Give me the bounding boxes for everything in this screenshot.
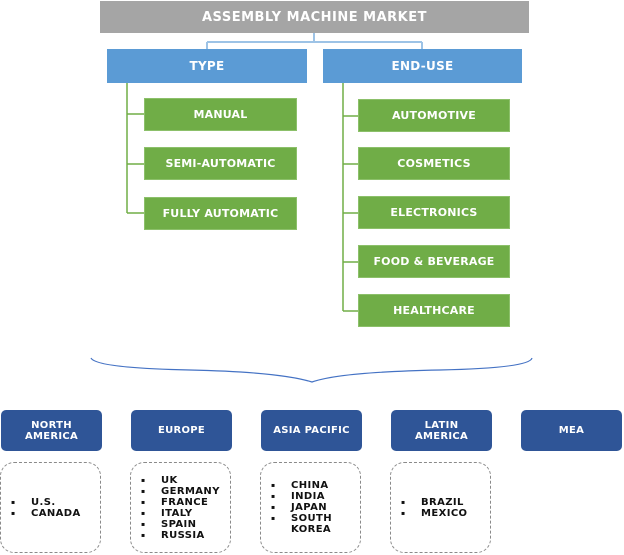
country-name: INDIA (291, 491, 325, 502)
bullet-icon: ▪ (11, 498, 16, 506)
country-name: MEXICO (421, 507, 468, 519)
category-end-use: END-USE (323, 49, 522, 83)
region-europe: EUROPE (131, 410, 232, 451)
bullet-icon: ▪ (141, 476, 146, 484)
country-name: GERMANY (161, 485, 220, 497)
country-item: ▪ ITALY (141, 508, 220, 519)
country-item: ▪ FRANCE (141, 497, 220, 508)
bullet-icon: ▪ (11, 509, 16, 517)
countries-asia-pacific: ▪ CHINA ▪ INDIA ▪ JAPAN ▪ SOUTH KOREA (260, 462, 361, 553)
bullet-icon: ▪ (271, 482, 276, 489)
country-name: RUSSIA (161, 529, 205, 541)
region-label-line: EUROPE (157, 425, 206, 436)
country-name: FRANCE (161, 496, 209, 508)
region-label-line: AMERICA (414, 430, 469, 442)
bullet-icon: ▪ (401, 498, 406, 506)
region-label-line: LATIN (424, 419, 459, 431)
country-item: ▪ GERMANY (141, 486, 220, 497)
countries-latin-america: ▪ BRAZIL ▪ MEXICO (390, 462, 491, 553)
bullet-icon: ▪ (271, 493, 276, 500)
country-item: ▪ RUSSIA (141, 530, 220, 541)
country-list: ▪ BRAZIL ▪ MEXICO (401, 497, 467, 519)
region-asia-pacific: ASIA PACIFIC (261, 410, 362, 451)
country-item: ▪ UK (141, 475, 220, 486)
bullet-icon: ▪ (141, 498, 146, 506)
curly-brace (90, 357, 533, 383)
bullet-icon: ▪ (271, 504, 276, 511)
diagram-title: ASSEMBLY MACHINE MARKET (100, 1, 529, 33)
bullet-icon: ▪ (401, 509, 406, 517)
enduse-item-cosmetics: COSMETICS (358, 147, 510, 180)
bullet-icon: ▪ (141, 509, 146, 517)
country-item: ▪ BRAZIL (401, 497, 467, 508)
enduse-item-electronics: ELECTRONICS (358, 196, 510, 229)
country-name: BRAZIL (421, 496, 464, 508)
countries-europe: ▪ UK ▪ GERMANY ▪ FRANCE ▪ ITALY ▪ SPAIN ▪ RUSSIA (130, 462, 231, 553)
country-item: ▪ CHINA (271, 480, 351, 491)
region-mea: MEA (521, 410, 622, 451)
country-name: CANADA (31, 507, 81, 519)
country-item: ▪ JAPAN (271, 502, 351, 513)
country-list: ▪ UK ▪ GERMANY ▪ FRANCE ▪ ITALY ▪ SPAIN ▪ RUSSIA (141, 475, 220, 541)
bullet-icon: ▪ (141, 520, 146, 528)
enduse-item-automotive: AUTOMOTIVE (358, 99, 510, 132)
region-label-line: ASIA PACIFIC (273, 425, 350, 436)
country-name: ITALY (161, 507, 193, 519)
enduse-item-healthcare: HEALTHCARE (358, 294, 510, 327)
region-label-line: MEA (558, 425, 585, 436)
country-name: SPAIN (161, 518, 197, 530)
country-name: SOUTH KOREA (291, 513, 333, 535)
category-type: TYPE (107, 49, 307, 83)
enduse-item-food-beverage: FOOD & BEVERAGE (358, 245, 510, 278)
bullet-icon: ▪ (141, 531, 146, 539)
country-item: ▪ SPAIN (141, 519, 220, 530)
region-label-line: AMERICA (24, 430, 79, 442)
country-item: ▪ CANADA (11, 508, 81, 519)
country-name: CHINA (291, 480, 329, 491)
countries-north-america: ▪ U.S. ▪ CANADA (0, 462, 101, 553)
country-item: ▪ MEXICO (401, 508, 467, 519)
bullet-icon: ▪ (141, 487, 146, 495)
country-item: ▪ SOUTH KOREA (271, 513, 351, 535)
country-list: ▪ U.S. ▪ CANADA (11, 497, 81, 519)
bullet-icon: ▪ (271, 515, 276, 522)
type-item-fully-automatic: FULLY AUTOMATIC (144, 197, 297, 230)
country-item: ▪ INDIA (271, 491, 351, 502)
type-item-semi-automatic: SEMI-AUTOMATIC (144, 147, 297, 180)
region-label-line: NORTH (31, 419, 72, 431)
type-item-manual: MANUAL (144, 98, 297, 131)
country-name: U.S. (31, 496, 56, 508)
country-list: ▪ CHINA ▪ INDIA ▪ JAPAN ▪ SOUTH KOREA (271, 480, 351, 535)
country-name: UK (161, 474, 178, 486)
country-item: ▪ U.S. (11, 497, 81, 508)
country-name: JAPAN (291, 502, 327, 513)
